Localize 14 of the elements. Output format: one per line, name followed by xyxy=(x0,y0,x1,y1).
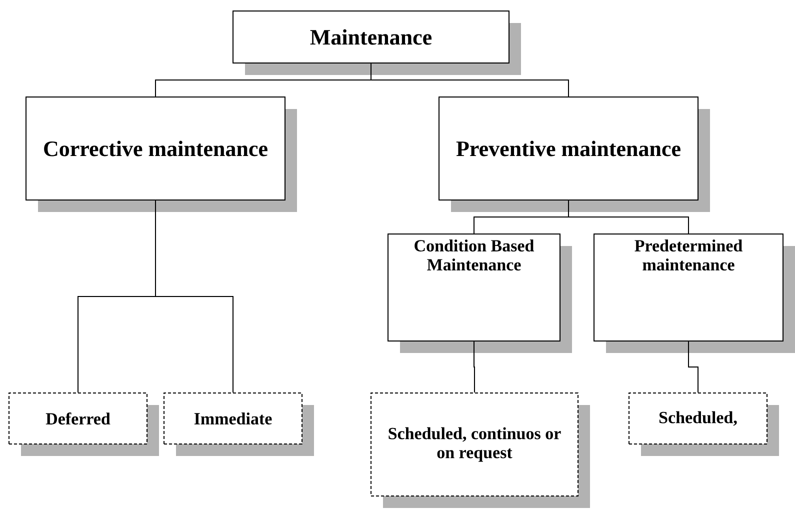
box: Deferred xyxy=(8,392,148,444)
box: Corrective maintenance xyxy=(26,96,286,200)
connector-line xyxy=(155,200,234,393)
box: Preventive maintenance xyxy=(438,96,698,200)
box: Immediate xyxy=(164,392,302,444)
box: Condition Based Maintenance xyxy=(388,234,560,342)
connector-line xyxy=(474,341,475,393)
box: Predetermined maintenance xyxy=(594,234,784,342)
box: Scheduled, xyxy=(628,392,768,444)
connector-line xyxy=(370,63,569,97)
box: Scheduled, continuos or on request xyxy=(370,392,578,496)
connector-line xyxy=(688,341,698,393)
connector-line xyxy=(568,200,689,234)
box: Maintenance xyxy=(232,10,510,64)
